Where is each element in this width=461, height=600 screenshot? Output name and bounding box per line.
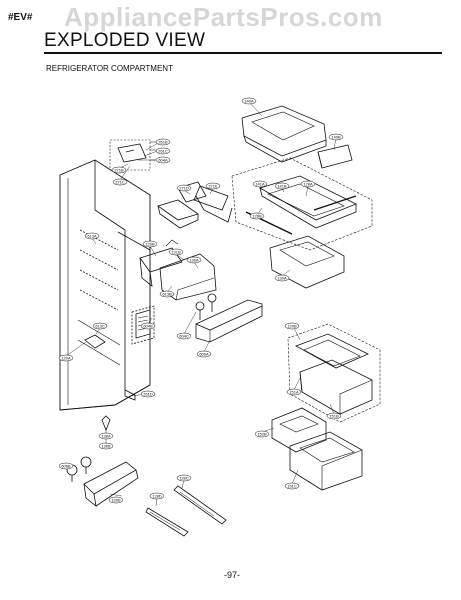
- svg-text:128B: 128B: [252, 214, 262, 219]
- small-basket: [271, 407, 327, 453]
- callout-damper: 131B: [168, 248, 184, 256]
- callout-lamp-wire: 271B: [111, 166, 127, 174]
- svg-text:136B: 136B: [101, 444, 111, 449]
- svg-text:271C: 271C: [115, 180, 125, 185]
- svg-text:271B: 271B: [114, 168, 124, 173]
- rail-short: [145, 507, 189, 537]
- callout-cap-b: 606B: [58, 462, 74, 470]
- callout-lamp-cover-b: 261C: [155, 147, 171, 155]
- svg-text:131B: 131B: [171, 250, 181, 255]
- lower-hardware: [66, 415, 111, 482]
- shelf-top-cover: [241, 105, 327, 163]
- callout-dairy-cover: 151A: [286, 388, 302, 396]
- svg-text:139B: 139B: [111, 498, 121, 503]
- callout-hinge-a: 120A: [58, 354, 74, 362]
- page-number: -97-: [224, 570, 241, 580]
- svg-text:261C: 261C: [158, 149, 168, 154]
- callout-vegetable-drawer: 151B: [326, 412, 342, 420]
- svg-text:152B: 152B: [257, 432, 267, 437]
- svg-text:129B: 129B: [145, 242, 155, 247]
- watermark: AppliancePartsPros.com: [64, 2, 383, 32]
- callout-basket-lower: 151C: [284, 482, 300, 490]
- svg-text:151A: 151A: [289, 390, 299, 395]
- svg-text:271E: 271E: [208, 184, 218, 189]
- svg-text:140A: 140A: [244, 99, 254, 104]
- callout-water-holder: 604C: [176, 332, 192, 340]
- callout-cap: 606A: [196, 350, 212, 358]
- svg-text:613A: 613A: [87, 234, 97, 239]
- svg-text:141A: 141A: [255, 182, 265, 187]
- callout-drain-c: 613C: [92, 322, 108, 330]
- callout-lamp-cover-a: 261B: [155, 138, 171, 146]
- callout-water-filter: 604B: [140, 322, 156, 330]
- svg-text:130A: 130A: [277, 276, 287, 281]
- callout-base-cover: 139B: [108, 496, 124, 504]
- svg-text:151C: 151C: [287, 484, 297, 489]
- svg-text:606B: 606B: [61, 464, 71, 469]
- svg-text:141B: 141B: [277, 184, 287, 189]
- callout-roller: 261D: [140, 390, 156, 398]
- svg-text:138A: 138A: [101, 434, 111, 439]
- svg-text:128D: 128D: [152, 494, 162, 499]
- callout-shelf-glass: 141B: [274, 182, 290, 190]
- water-filter-panel: [131, 305, 155, 345]
- svg-text:136A: 136A: [189, 258, 199, 263]
- shelf-frame-group: [231, 157, 373, 251]
- svg-text:128A: 128A: [303, 182, 313, 187]
- callout-drain-b: 613B: [159, 290, 175, 298]
- rail-long: [173, 485, 227, 525]
- lamp-holder: [177, 181, 233, 223]
- callout-sensor: 271D: [176, 184, 192, 192]
- refrigerator-cabinet: [59, 159, 151, 411]
- callout-crisper-tray: 130A: [274, 274, 290, 282]
- callout-rail-long: 128C: [176, 474, 192, 482]
- svg-text:120A: 120A: [61, 356, 71, 361]
- svg-text:604C: 604C: [179, 334, 189, 339]
- svg-text:128C: 128C: [179, 476, 189, 481]
- crisper-tray: [269, 235, 345, 289]
- svg-text:261D: 261D: [143, 392, 153, 397]
- callout-guide: 129B: [142, 240, 158, 248]
- svg-text:120B: 120B: [287, 324, 297, 329]
- bracket: [157, 199, 199, 229]
- callout-lamp-socket: 604A: [155, 156, 171, 164]
- callout-rail-b: 128B: [249, 212, 265, 220]
- cover-small: [317, 144, 353, 169]
- svg-text:140B: 140B: [331, 135, 341, 140]
- svg-text:606A: 606A: [199, 352, 209, 357]
- callout-shelf-top-cover: 140A: [241, 97, 257, 105]
- callout-basket-small: 152B: [254, 430, 270, 438]
- svg-text:604A: 604A: [158, 158, 168, 163]
- callout-rail-short: 128D: [149, 492, 165, 500]
- section-subtitle: REFRIGERATOR COMPARTMENT: [46, 64, 173, 73]
- callout-bracket-a: 271E: [205, 182, 221, 190]
- callout-cover-small: 140B: [328, 133, 344, 141]
- lamp-cover-assembly: [109, 139, 162, 171]
- callout-drain-a: 613A: [84, 232, 100, 240]
- svg-text:604B: 604B: [143, 324, 153, 329]
- corner-tag: #EV#: [8, 12, 33, 23]
- callout-shelf-frame: 141A: [252, 180, 268, 188]
- callout-bottle-guard: 136B: [98, 442, 114, 450]
- page-title: EXPLODED VIEW: [44, 30, 206, 51]
- drawer-set: [287, 323, 381, 423]
- svg-text:261B: 261B: [158, 140, 168, 145]
- callout-lamp-holder: 271C: [112, 178, 128, 186]
- knobs-pair: [195, 293, 217, 320]
- callout-hinge-b: 120B: [284, 322, 300, 330]
- damper-housing: [139, 239, 217, 301]
- svg-text:271D: 271D: [179, 186, 189, 191]
- callout-damper-housing: 136A: [186, 256, 202, 264]
- damper-cover: [195, 299, 263, 343]
- lower-basket: [289, 431, 363, 491]
- svg-text:151B: 151B: [329, 414, 339, 419]
- svg-text:613C: 613C: [95, 324, 105, 329]
- callout-shelf-rail: 128A: [300, 180, 316, 188]
- callout-small-screw: 138A: [98, 432, 114, 440]
- base-cover: [83, 461, 139, 507]
- svg-text:613B: 613B: [162, 292, 172, 297]
- title-divider: [44, 52, 442, 54]
